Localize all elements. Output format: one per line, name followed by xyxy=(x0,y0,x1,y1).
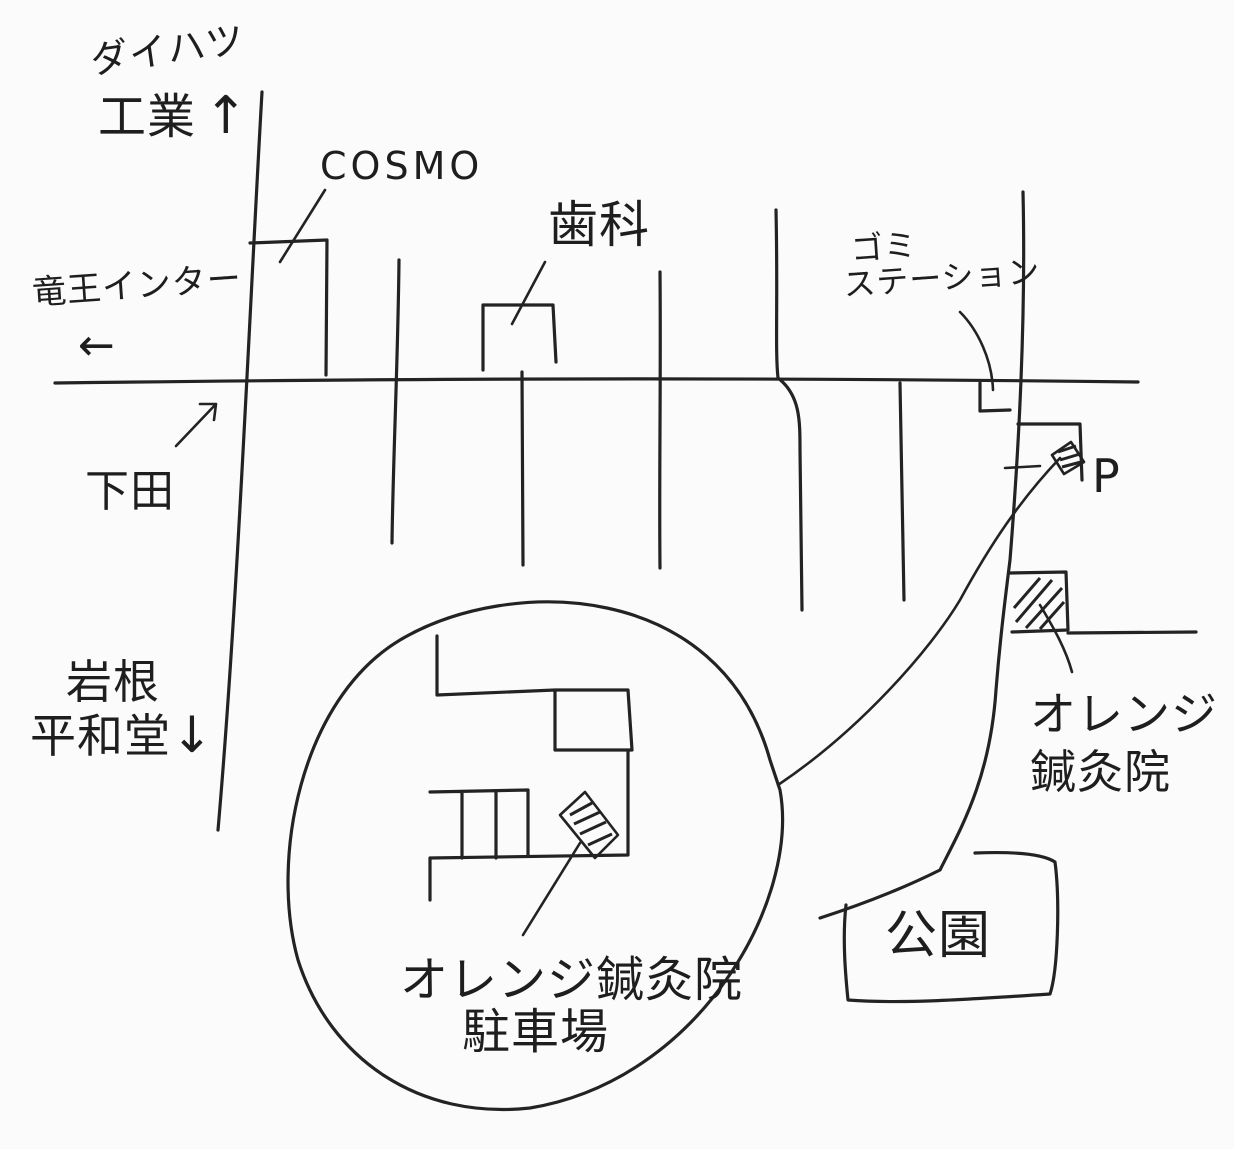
dentist-building xyxy=(481,303,558,372)
garbage-station-box xyxy=(978,381,1012,413)
orange-clinic-label: オレンジ 鍼灸院 xyxy=(1030,687,1218,799)
cosmo-leader xyxy=(278,188,327,264)
iwane-label-line1: 岩根 xyxy=(66,655,160,709)
west-arrow-icon: ← xyxy=(78,320,116,371)
side-road-3 xyxy=(658,270,662,570)
daihatsu-label-line2: 工業 xyxy=(98,89,197,145)
main-road xyxy=(53,377,1140,385)
inset-stalls xyxy=(428,788,530,860)
east-road xyxy=(818,190,1026,920)
side-road-2 xyxy=(520,370,525,567)
orange-label-line1: オレンジ xyxy=(1030,687,1218,741)
parking-lot-box xyxy=(1016,422,1084,482)
cosmo-building xyxy=(248,238,329,377)
side-road-5 xyxy=(898,381,906,602)
inset-parking-label: オレンジ鍼灸院 駐車場 xyxy=(400,952,744,1060)
north-arrow-icon: ↑ xyxy=(204,86,249,146)
park-block xyxy=(842,850,1060,1004)
parking-p-label: P xyxy=(1092,449,1121,503)
inset-lot-outline xyxy=(428,634,634,902)
east-branch-road xyxy=(1066,630,1198,635)
iwane-label-line2: 平和堂 xyxy=(30,708,171,763)
shimoda-arrow xyxy=(174,402,218,448)
cosmo-label: COSMO xyxy=(320,144,484,188)
inset-to-parking-line xyxy=(776,456,1062,787)
clinic-building xyxy=(1008,570,1070,634)
shimoda-label: 下田 xyxy=(85,466,175,517)
garbage-station-label: ゴミ ステーション xyxy=(840,219,1042,304)
side-road-1 xyxy=(390,258,401,545)
dentist-leader xyxy=(510,260,547,326)
garbage-leader xyxy=(958,310,995,392)
clinic-leader-line xyxy=(1038,603,1074,674)
parking-entry xyxy=(1003,464,1042,470)
west-road xyxy=(216,90,264,832)
inset-label-line1: オレンジ鍼灸院 xyxy=(400,952,744,1008)
daihatsu-label-2: 工業↑ xyxy=(98,88,249,144)
inset-car-hatch-icon xyxy=(558,790,620,860)
iwane-heiwado-label: 岩根 平和堂↓ xyxy=(30,655,214,762)
inset-label-line2: 駐車場 xyxy=(462,1003,610,1060)
orange-label-line2: 鍼灸院 xyxy=(1030,744,1171,799)
south-arrow-icon: ↓ xyxy=(171,705,214,764)
dentist-label: 歯科 xyxy=(548,196,650,254)
iwane-label-line2-wrap: 平和堂↓ xyxy=(30,708,214,762)
inset-circle xyxy=(286,600,785,1111)
park-label: 公園 xyxy=(885,906,992,966)
parking-hatch-icon xyxy=(1050,440,1086,476)
side-road-4 xyxy=(774,208,804,612)
inset-leader xyxy=(521,841,582,937)
